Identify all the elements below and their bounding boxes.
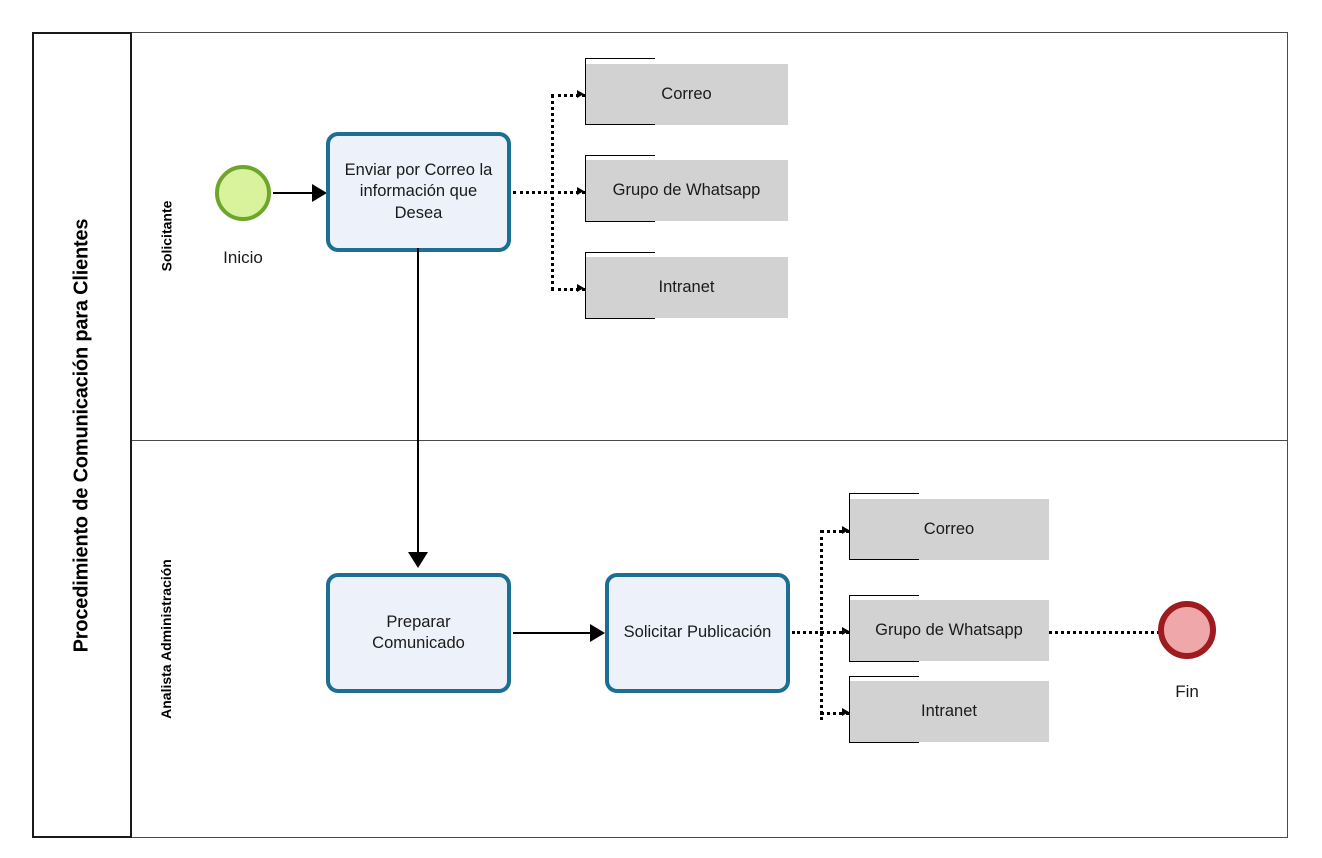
data-object-correo-2[interactable]: Correo — [849, 499, 1049, 560]
data-object-intranet-2[interactable]: Intranet — [849, 681, 1049, 742]
lane-divider — [132, 440, 1288, 441]
flow-inicio-to-task-arrowhead — [312, 184, 327, 202]
lane-label-analista: Analista Administración — [146, 440, 186, 838]
data-object-correo-1-label: Correo — [661, 84, 712, 103]
assoc-spine-to-correo-2-arrowhead — [842, 526, 849, 534]
pool-frame — [32, 32, 1288, 838]
assoc-task1-to-spine — [513, 191, 553, 194]
assoc-spine-to-whatsapp-2 — [820, 631, 850, 634]
task-preparar-comunicado[interactable]: Preparar Comunicado — [326, 573, 511, 693]
flow-inicio-to-task — [273, 192, 323, 195]
task-enviar-correo-label: Enviar por Correo la información que Des… — [344, 161, 493, 222]
pool-title-column — [32, 32, 132, 838]
data-object-intranet-2-label: Intranet — [921, 701, 977, 720]
task-preparar-comunicado-label: Preparar Comunicado — [372, 612, 465, 652]
assoc-spine-to-whatsapp-1 — [551, 191, 585, 194]
assoc-spine-to-intranet-1 — [551, 288, 585, 291]
assoc-spine-to-intranet-2-arrowhead — [842, 708, 849, 716]
assoc-spine-to-intranet-1-arrowhead — [577, 284, 584, 292]
assoc-whatsapp-to-fin — [1049, 631, 1160, 634]
flow-task1-to-preparar-arrowhead — [408, 552, 428, 568]
lane-label-analista-text: Analista Administración — [158, 559, 174, 719]
data-object-whatsapp-2-label: Grupo de Whatsapp — [875, 620, 1023, 639]
lane-label-solicitante-text: Solicitante — [158, 200, 175, 272]
data-object-intranet-1[interactable]: Intranet — [585, 257, 788, 318]
data-object-intranet-1-label: Intranet — [658, 277, 715, 296]
task-solicitar-publicacion[interactable]: Solicitar Publicación — [605, 573, 790, 693]
assoc-spine-to-whatsapp-1-arrowhead — [577, 187, 584, 195]
data-object-whatsapp-1-label: Grupo de Whatsapp — [612, 180, 761, 199]
assoc-spine-to-correo-1-arrowhead — [577, 90, 584, 98]
start-event-label: Inicio — [223, 248, 263, 267]
data-object-whatsapp-2[interactable]: Grupo de Whatsapp — [849, 600, 1049, 661]
data-object-correo-1[interactable]: Correo — [585, 64, 788, 125]
start-event-inicio[interactable] — [215, 165, 271, 221]
assoc-spine-to-correo-2 — [820, 530, 850, 533]
assoc-spine-lane2 — [820, 530, 823, 720]
flow-preparar-to-solicitar — [513, 632, 595, 635]
flow-task1-to-preparar — [417, 248, 420, 560]
task-enviar-correo[interactable]: Enviar por Correo la información que Des… — [326, 132, 511, 252]
data-object-whatsapp-1[interactable]: Grupo de Whatsapp — [585, 160, 788, 221]
task-solicitar-publicacion-label: Solicitar Publicación — [623, 623, 772, 642]
lane-label-solicitante: Solicitante — [146, 32, 186, 440]
end-event-label: Fin — [1175, 682, 1199, 701]
flow-preparar-to-solicitar-arrowhead — [590, 624, 605, 642]
data-object-correo-2-label: Correo — [923, 519, 975, 538]
end-event-fin[interactable] — [1158, 601, 1216, 659]
assoc-spine-to-intranet-2 — [820, 712, 850, 715]
assoc-spine-to-whatsapp-2-arrowhead — [842, 627, 849, 635]
assoc-task-solicitar-to-spine — [792, 631, 824, 634]
assoc-spine-to-correo-1 — [551, 94, 585, 97]
